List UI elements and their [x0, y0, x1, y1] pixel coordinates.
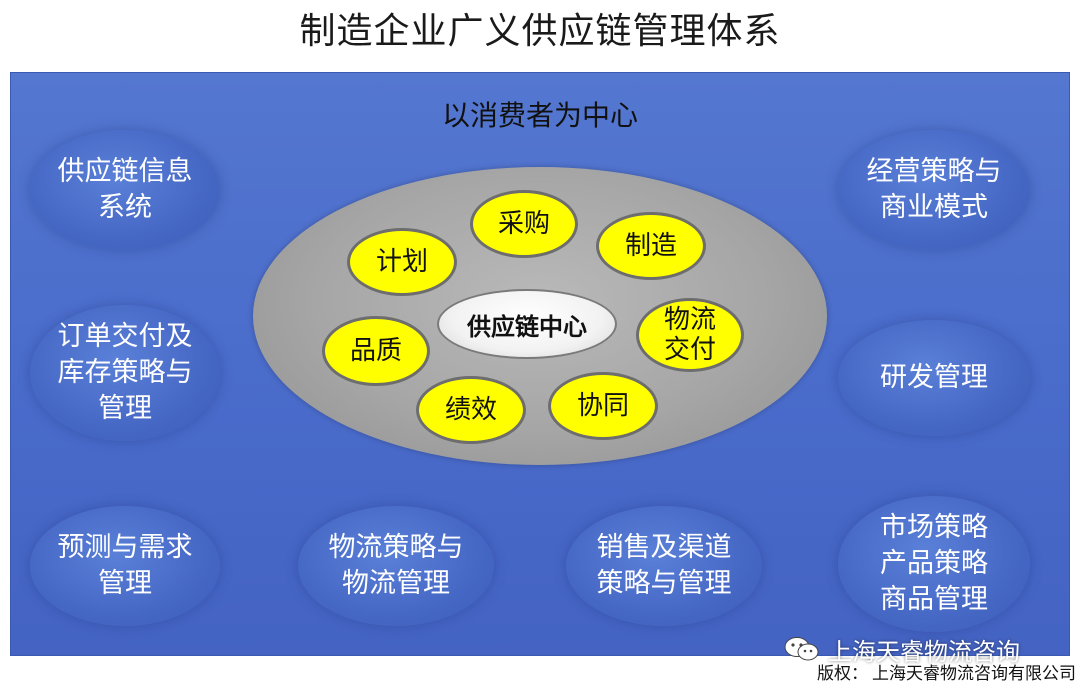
wechat-icon — [784, 637, 819, 661]
supply-chain-hub: 供应链中心 — [437, 289, 617, 359]
node-order-inventory-label: 订单交付及 库存策略与 管理 — [57, 321, 193, 424]
node-zhi-zao-label: 制造 — [624, 231, 677, 261]
node-pin-zhi-label: 品质 — [349, 336, 402, 366]
node-scm-info-label: 供应链信息 系统 — [57, 156, 193, 223]
node-xie-tong: 协同 — [548, 372, 658, 440]
node-logistics-strategy: 物流策略与 物流管理 — [298, 506, 494, 626]
node-order-inventory: 订单交付及 库存策略与 管理 — [30, 305, 220, 441]
node-wu-liu-jiao-fu: 物流 交付 — [636, 298, 744, 372]
node-ji-hua-label: 计划 — [375, 247, 428, 277]
node-market-product-label: 市场策略 产品策略 商品管理 — [880, 512, 988, 615]
node-logistics-strategy-label: 物流策略与 物流管理 — [328, 532, 464, 599]
copyright-company: 上海天睿物流咨询有限公司 — [872, 664, 1076, 684]
node-wu-liu-jiao-fu-label: 物流 交付 — [663, 305, 716, 365]
node-cai-gou: 采购 — [470, 190, 578, 258]
copyright-line: 版权：上海天睿物流咨询有限公司 — [780, 662, 1076, 686]
node-sales-channel-label: 销售及渠道 策略与管理 — [596, 532, 732, 599]
node-zhi-zao: 制造 — [596, 212, 706, 280]
node-market-product: 市场策略 产品策略 商品管理 — [838, 496, 1030, 632]
node-xie-tong-label: 协同 — [576, 391, 629, 421]
node-ji-xiao-label: 绩效 — [444, 395, 497, 425]
node-scm-info: 供应链信息 系统 — [30, 130, 220, 250]
node-sales-channel: 销售及渠道 策略与管理 — [566, 506, 762, 626]
node-business-strategy-label: 经营策略与 商业模式 — [866, 156, 1002, 223]
node-pin-zhi: 品质 — [322, 316, 430, 386]
node-ji-xiao: 绩效 — [416, 376, 526, 444]
node-rnd-label: 研发管理 — [880, 362, 988, 393]
wechat-account-name: 上海天睿物流咨询 — [828, 637, 1020, 666]
center-label: 以消费者为中心 — [441, 99, 638, 132]
node-business-strategy: 经营策略与 商业模式 — [838, 130, 1030, 250]
node-cai-gou-label: 采购 — [497, 209, 550, 239]
diagram-title: 制造企业广义供应链管理体系 — [299, 11, 781, 52]
node-forecast-demand: 预测与需求 管理 — [30, 506, 220, 626]
copyright-prefix: 版权： — [817, 664, 868, 684]
node-ji-hua: 计划 — [347, 228, 457, 296]
wechat-watermark: 上海天睿物流咨询 — [784, 634, 1076, 666]
node-rnd: 研发管理 — [838, 320, 1030, 436]
node-forecast-demand-label: 预测与需求 管理 — [57, 532, 193, 599]
